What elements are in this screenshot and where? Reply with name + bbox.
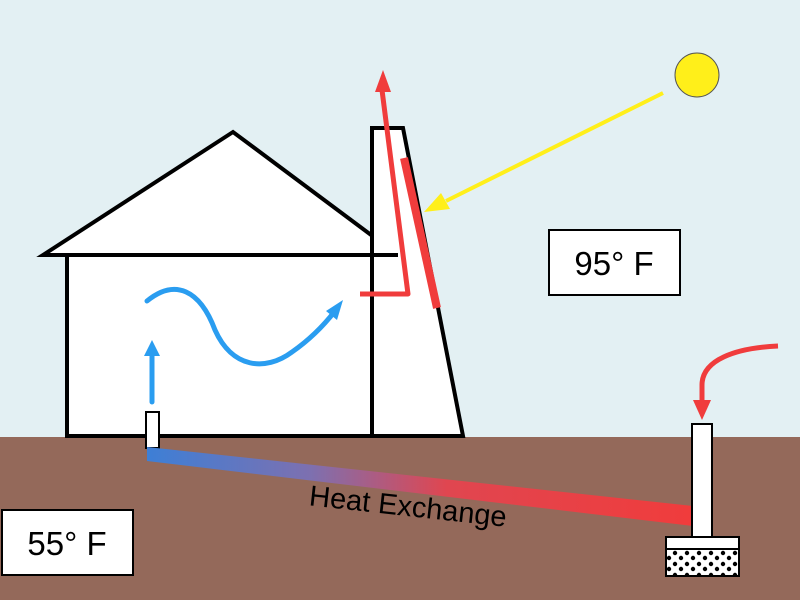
outside-temperature-label: 95° F — [574, 245, 653, 282]
ground-temperature-label: 55° F — [27, 525, 106, 562]
house-wall — [65, 253, 374, 438]
intake-pipe — [691, 423, 713, 538]
house-roof — [36, 129, 405, 257]
cool-air-inlet-arrow-icon — [144, 340, 160, 356]
sunlight-ray — [445, 91, 664, 203]
intake-base — [665, 536, 740, 550]
hot-air-exit-arrow-icon — [375, 70, 391, 92]
ground-temperature-box — [1, 509, 134, 576]
house — [36, 129, 405, 438]
house-inlet-vent — [145, 411, 160, 449]
hot-air-path — [360, 89, 411, 297]
gravel-bed — [665, 548, 740, 577]
absorber-plate — [400, 157, 441, 309]
heat-exchange-tube — [147, 447, 693, 526]
sunlight-arrow-icon — [424, 193, 450, 212]
intake-air-arrow-icon — [693, 400, 711, 420]
sun-icon — [674, 52, 720, 98]
intake-air-flow — [699, 343, 779, 403]
cool-air-circulation — [144, 286, 338, 367]
hot-air-flow — [360, 89, 411, 297]
cool-air-flow — [144, 286, 338, 405]
cool-air-circulation-arrow-icon — [326, 300, 343, 320]
outside-temperature-box — [548, 229, 681, 296]
